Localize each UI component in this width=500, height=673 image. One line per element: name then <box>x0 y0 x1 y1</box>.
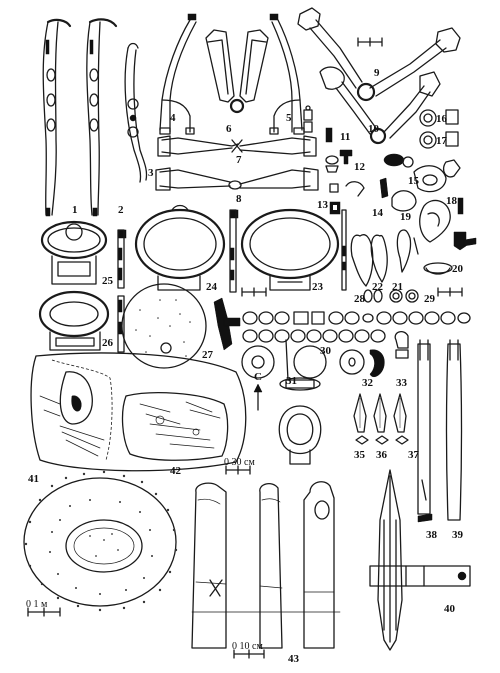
dagger-40 <box>369 469 471 651</box>
label-20: 20 <box>452 263 463 275</box>
label-2: 2 <box>118 204 124 216</box>
label-8: 8 <box>236 193 242 205</box>
cheekpiece-1 <box>42 18 72 217</box>
buckle-34 <box>278 377 322 465</box>
beads-30 <box>242 311 471 343</box>
label-33: 33 <box>396 377 407 389</box>
burial-plan-42 <box>30 352 247 472</box>
pieces-32-33 <box>369 330 409 377</box>
bit-8 <box>155 167 319 191</box>
label-13: 13 <box>317 199 328 211</box>
buckle-25 <box>40 220 127 289</box>
label-14: 14 <box>372 207 383 219</box>
compass-north-label: C <box>254 371 262 383</box>
label-43: 43 <box>288 653 299 665</box>
shaft-39 <box>445 339 463 521</box>
stelae-43 <box>191 481 341 649</box>
north-arrow <box>253 383 263 411</box>
cheekpiece-2 <box>86 18 118 217</box>
buckle-23 <box>240 208 347 291</box>
label-26: 26 <box>102 337 113 349</box>
label-22: 22 <box>372 281 383 293</box>
label-28: 28 <box>354 293 365 305</box>
disk-27 <box>121 283 241 369</box>
buckle-26 <box>38 290 125 353</box>
cheekpiece-5 <box>269 13 305 135</box>
label-38: 38 <box>426 529 437 541</box>
scale-label-burial: 0 30 см <box>224 457 255 468</box>
label-25: 25 <box>102 275 113 287</box>
bit-7 <box>157 135 317 157</box>
bit-10 <box>319 66 441 145</box>
small-finds-11-20 <box>303 105 477 275</box>
disks-31 <box>241 339 365 381</box>
buckle-24 <box>134 204 239 293</box>
scale-label-mound: 0 1 м <box>26 599 48 610</box>
rings-28-29 <box>363 289 419 303</box>
label-42: 42 <box>170 465 181 477</box>
label-4: 4 <box>170 112 176 124</box>
bit-9 <box>297 7 461 102</box>
label-30: 30 <box>320 345 331 357</box>
label-3: 3 <box>148 167 154 179</box>
scale-label-stelae: 0 10 см <box>232 641 263 652</box>
label-21: 21 <box>392 281 403 293</box>
pendants-21-22 <box>350 229 419 287</box>
label-9: 9 <box>374 67 380 79</box>
arrowheads-35-37 <box>353 393 409 445</box>
label-31: 31 <box>286 375 297 387</box>
label-12: 12 <box>354 161 365 173</box>
label-19: 19 <box>400 211 411 223</box>
cheekpiece-4 <box>159 13 197 135</box>
label-16: 16 <box>436 113 447 125</box>
label-1: 1 <box>72 204 78 216</box>
label-39: 39 <box>452 529 463 541</box>
label-10: 10 <box>368 123 379 135</box>
cheekpiece-3 <box>124 42 148 183</box>
label-6: 6 <box>226 123 232 135</box>
label-18: 18 <box>446 195 457 207</box>
label-40: 40 <box>444 603 455 615</box>
label-11: 11 <box>340 131 351 143</box>
label-23: 23 <box>312 281 323 293</box>
label-17: 17 <box>436 135 447 147</box>
label-37: 37 <box>408 449 419 461</box>
shaft-38 <box>417 339 433 523</box>
label-7: 7 <box>236 154 242 166</box>
label-24: 24 <box>206 281 217 293</box>
bit-6 <box>205 29 269 114</box>
label-35: 35 <box>354 449 365 461</box>
scale-bars <box>27 37 463 659</box>
label-41: 41 <box>28 473 39 485</box>
label-15: 15 <box>408 175 419 187</box>
label-32: 32 <box>362 377 373 389</box>
mound-plan-41 <box>23 470 178 612</box>
label-36: 36 <box>376 449 387 461</box>
label-27: 27 <box>202 349 213 361</box>
label-5: 5 <box>286 112 292 124</box>
label-29: 29 <box>424 293 435 305</box>
